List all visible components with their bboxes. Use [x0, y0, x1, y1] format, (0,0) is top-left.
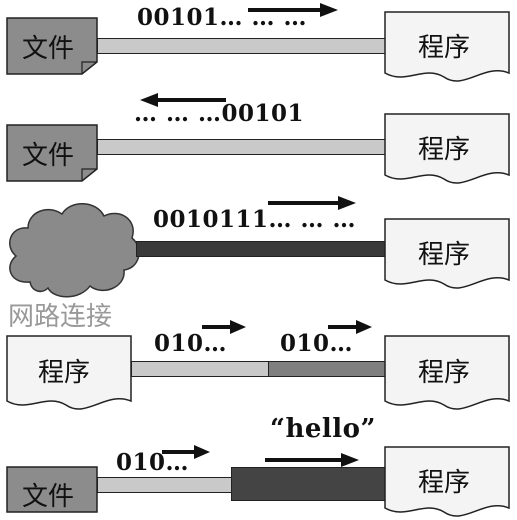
stream-text-row4-right: 010…: [280, 330, 354, 357]
stream-text-row3: 0010111… … …: [153, 206, 357, 233]
stream-bar-row5-left: [97, 477, 233, 493]
program-box-row1: [384, 11, 510, 82]
arrow-left-row2-icon: [140, 93, 226, 107]
file-label-row5: 文件: [22, 482, 75, 512]
program-box-row4-right: [384, 335, 510, 410]
arrow-right-row1-icon: [248, 3, 338, 17]
stream-bar-row4-left: [131, 361, 269, 377]
program-box-row3: [384, 218, 510, 289]
stream-bar-row4-right: [268, 361, 387, 377]
arrow-right-row3-icon: [268, 196, 356, 210]
stream-text-row2: … … …00101: [134, 100, 305, 127]
file-box-row1: [6, 17, 98, 75]
program-label-row4-left: 程序: [38, 358, 91, 388]
file-label-row1: 文件: [22, 34, 75, 64]
arrow-right-row4-right-icon: [328, 320, 372, 334]
program-label-row3: 程序: [418, 240, 471, 270]
program-label-row4-right: 程序: [418, 358, 471, 388]
stream-bar-row2: [97, 139, 387, 155]
program-label-row2: 程序: [418, 135, 471, 165]
program-box-row4-left: [6, 335, 132, 410]
stream-text-row5-quote: “hello”: [270, 414, 376, 444]
file-label-row2: 文件: [22, 141, 75, 171]
stream-bar-row3: [136, 241, 387, 257]
program-box-row2: [384, 113, 510, 184]
program-label-row1: 程序: [418, 33, 471, 63]
arrow-right-row5-left-icon: [162, 445, 210, 459]
program-label-row5: 程序: [418, 468, 471, 498]
file-box-row2: [6, 124, 98, 182]
arrow-right-row5-quote-icon: [265, 453, 359, 467]
network-cloud-icon: [9, 203, 140, 298]
network-label: 网路连接: [8, 302, 113, 332]
stream-bar-row5-right: [231, 467, 387, 501]
stream-text-row4-left: 010…: [154, 330, 228, 357]
stream-bar-row1: [97, 38, 387, 54]
arrow-right-row4-left-icon: [202, 320, 246, 334]
